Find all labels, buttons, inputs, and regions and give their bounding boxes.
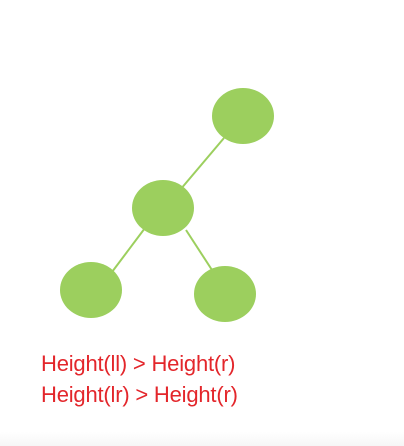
bottom-fade (0, 432, 404, 446)
caption-line-1: Height(ll) > Height(r) (41, 351, 236, 376)
tree-node-left-right (194, 266, 256, 322)
tree-node-left-left (60, 262, 122, 318)
caption-line-2: Height(lr) > Height(r) (41, 382, 238, 407)
edge-left-leftleft (111, 227, 146, 273)
tree-node-left (132, 180, 194, 236)
edge-root-left (179, 137, 225, 191)
tree-node-root (212, 88, 274, 144)
edge-left-leftright (185, 229, 213, 271)
